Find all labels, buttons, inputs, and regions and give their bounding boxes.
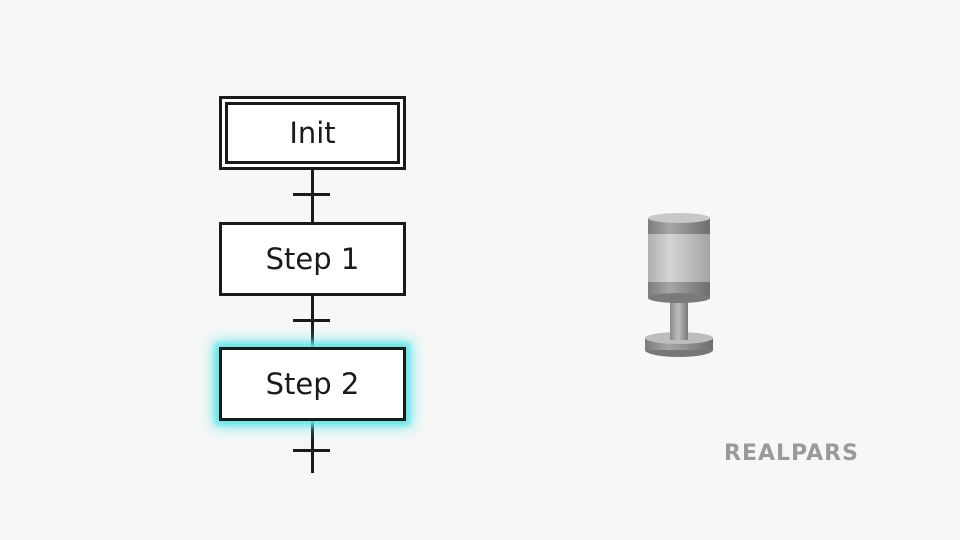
- step-1-label: Step 1: [265, 242, 360, 276]
- transition-bar: [293, 193, 330, 196]
- connector-line: [311, 170, 314, 222]
- step-2-label: Step 2: [265, 367, 360, 401]
- step-2-box-active: Step 2: [219, 347, 406, 421]
- connector-line: [311, 421, 314, 473]
- transition-bar: [293, 319, 330, 322]
- step-1-box: Step 1: [219, 222, 406, 296]
- stack-light-icon: [640, 210, 718, 366]
- init-step-inner-border: [225, 102, 400, 164]
- realpars-logo: REALPARS: [724, 441, 859, 466]
- init-step: Init: [219, 96, 406, 170]
- transition-bar: [293, 449, 330, 452]
- init-step-label: Init: [289, 116, 336, 150]
